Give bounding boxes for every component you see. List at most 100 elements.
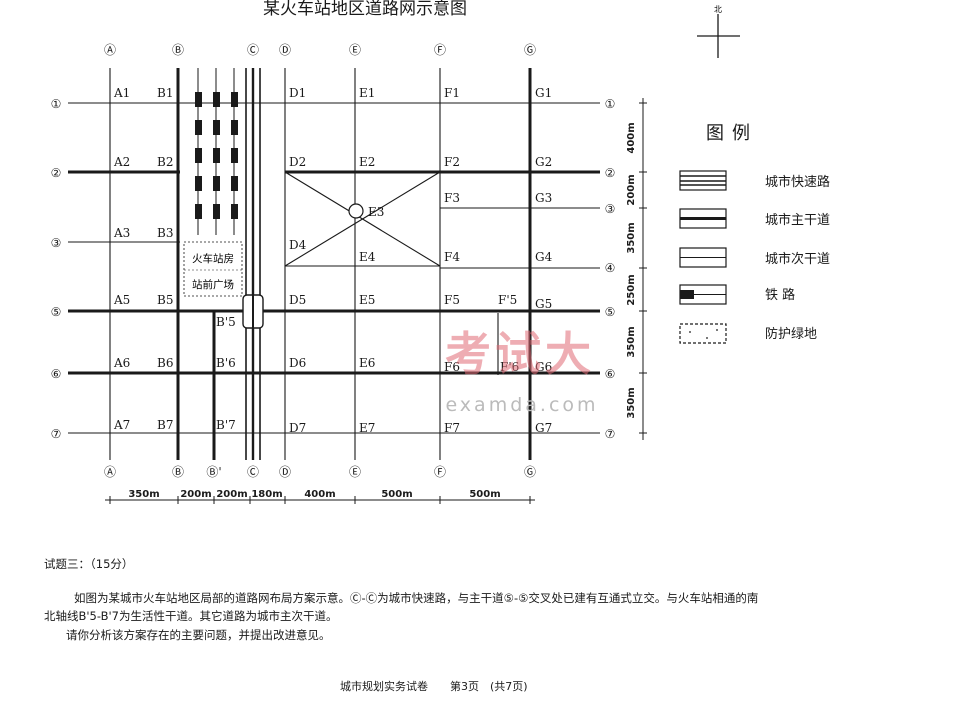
node-labels: A1 B1 D1 E1 F1 G1 A2 B2 D2 E2 F2 G2 E3 F… [113,86,553,435]
col-label-bprime-bottom: Ⓑ' [206,465,221,479]
node-a7: A7 [113,418,130,432]
node-g5: G5 [535,297,552,311]
node-f2: F2 [444,155,460,169]
legend-expressway-label: 城市快速路 [765,174,830,190]
legend-secondary-label: 城市次干道 [765,251,830,267]
legend-railway-label: 铁 路 [765,287,795,303]
bottom-column-labels: Ⓐ Ⓑ Ⓑ' Ⓒ Ⓓ Ⓔ Ⓕ Ⓖ [104,465,536,479]
node-d1: D1 [289,86,306,100]
node-f4: F4 [444,250,460,264]
node-e1: E1 [359,86,375,100]
node-b5: B5 [157,293,173,307]
legend-expressway-swatch [679,170,727,191]
vdim-250: 250m [626,274,637,305]
col-label-g-bottom: Ⓖ [524,465,536,479]
left-row-labels: ① ② ③ ⑤ ⑥ ⑦ [51,97,62,441]
node-bprime5: B'5 [216,315,236,329]
node-b6: B6 [157,356,173,370]
node-g7: G7 [535,421,552,435]
legend-railway-swatch [679,284,727,305]
row-label-5-left: ⑤ [51,305,62,319]
hdim-400: 400m [304,489,335,500]
row-label-1-right: ① [605,97,616,111]
node-f5: F5 [444,293,460,307]
question-line-3: 请你分析该方案存在的主要问题，并提出改进意见。 [66,628,331,642]
row-label-7-right: ⑦ [605,427,616,441]
watermark: 考试大 examda.com [445,327,598,416]
station-plaza-label: 站前广场 [192,278,234,291]
node-a3: A3 [113,226,130,240]
railway-tracks [195,68,238,235]
hdim-200b: 200m [216,489,247,500]
node-g3: G3 [535,191,552,205]
legend-greenbelt-label: 防护绿地 [765,326,817,342]
node-f7: F7 [444,421,460,435]
row-label-1-left: ① [51,97,62,111]
legend: 图例 城市快速路 城市主干道 城市次干道 铁 路 [679,123,830,344]
vdim-350a: 350m [626,222,637,253]
station-building-label: 火车站房 [192,252,234,265]
node-b3: B3 [157,226,173,240]
roundabout-e3 [348,203,364,219]
north-label: 北 [714,5,722,14]
vdim-350c: 350m [626,387,637,418]
node-f3: F3 [444,191,460,205]
node-a2: A2 [113,155,130,169]
legend-arterial-label: 城市主干道 [765,212,830,228]
node-bprime7: B'7 [216,418,236,432]
node-d7: D7 [289,421,306,435]
col-label-b-top: Ⓑ [172,43,184,57]
col-label-a-bottom: Ⓐ [104,465,116,479]
right-row-labels: ① ② ③ ④ ⑤ ⑥ ⑦ [605,97,616,441]
node-g4: G4 [535,250,553,264]
row-label-2-left: ② [51,166,62,180]
question-heading: 试题三：（15分） [44,557,134,571]
node-e5: E5 [359,293,375,307]
row-label-3-left: ③ [51,236,62,250]
hdim-350: 350m [128,489,159,500]
row-label-5-right: ⑤ [605,305,616,319]
node-g1: G1 [535,86,552,100]
row-label-2-right: ② [605,166,616,180]
node-e2: E2 [359,155,375,169]
node-g2: G2 [535,155,552,169]
node-d2: D2 [289,155,306,169]
col-label-d-bottom: Ⓓ [279,465,291,479]
col-label-d-top: Ⓓ [279,43,291,57]
node-e3: E3 [368,205,384,219]
horizontal-dimensions: 350m 200m 200m 180m 400m 500m 500m [105,489,535,504]
hdim-200a: 200m [180,489,211,500]
secondary-roads [68,68,600,460]
hdim-180: 180m [251,489,282,500]
page-footer: 城市规划实务试卷 第3页 (共7页) [340,680,528,693]
col-label-e-top: Ⓔ [349,43,361,57]
node-e7: E7 [359,421,375,435]
col-label-c-top: Ⓒ [247,43,259,57]
node-g6: G6 [535,360,552,374]
node-b7: B7 [157,418,173,432]
col-label-a-top: Ⓐ [104,43,116,57]
legend-arterial-swatch [679,208,727,229]
vertical-dimensions: 400m 200m 350m 250m 350m 350m [626,98,647,440]
row-label-6-right: ⑥ [605,367,616,381]
vdim-400: 400m [626,122,637,153]
vdim-200: 200m [626,174,637,205]
legend-title: 图例 [706,123,758,144]
question-line-1: 如图为某城市火车站地区局部的道路网布局方案示意。Ⓒ-Ⓒ为城市快速路，与主干道⑤-… [74,591,759,605]
arterial-roads [68,68,600,460]
node-a1: A1 [113,86,130,100]
north-arrow-icon: 北 [697,5,740,58]
node-d5: D5 [289,293,306,307]
node-e4: E4 [359,250,376,264]
node-e6: E6 [359,356,375,370]
node-fprime6: F'6 [500,360,519,374]
watermark-sub: examda.com [445,394,598,416]
node-f1: F1 [444,86,460,100]
col-label-c-bottom: Ⓒ [247,465,259,479]
diagram-title: 某火车站地区道路网示意图 [263,0,467,19]
expressway-c [242,68,264,460]
row-label-7-left: ⑦ [51,427,62,441]
row-label-4-right: ④ [605,261,616,275]
node-b1: B1 [157,86,173,100]
